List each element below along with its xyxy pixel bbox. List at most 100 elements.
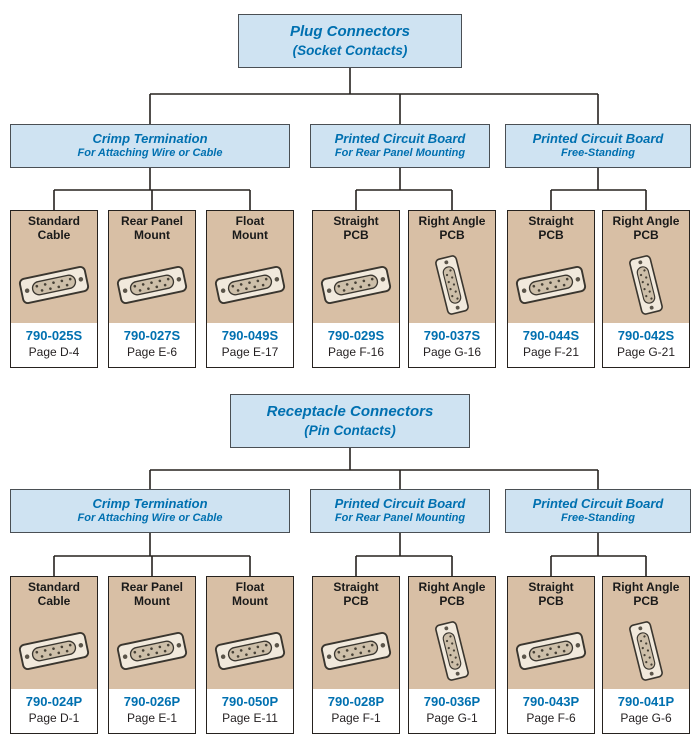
product-title: Straight PCB — [508, 211, 594, 247]
category-crimp-termination-receptacle: Crimp Termination For Attaching Wire or … — [10, 489, 290, 533]
category-title: Printed Circuit Board — [532, 131, 664, 146]
category-title: Printed Circuit Board — [532, 496, 664, 511]
category-title: Printed Circuit Board — [334, 496, 466, 511]
connector-photo — [409, 613, 495, 689]
category-crimp-termination-plug: Crimp Termination For Attaching Wire or … — [10, 124, 290, 168]
section-header-receptacle: Receptacle Connectors (Pin Contacts) — [230, 394, 470, 448]
product-card-790-049s: Float Mount 790-049S Page E-17 — [206, 210, 294, 368]
section-title: Receptacle Connectors — [266, 403, 434, 421]
category-title: Printed Circuit Board — [334, 131, 466, 146]
product-title: Right Angle PCB — [603, 211, 689, 247]
section-subtitle: (Pin Contacts) — [304, 422, 396, 438]
product-card-790-026p: Rear Panel Mount 790-026P Page E-1 — [108, 576, 196, 734]
section-header-plug: Plug Connectors (Socket Contacts) — [238, 14, 462, 68]
title-line-1: Right Angle — [418, 214, 486, 229]
title-line-2: Mount — [232, 228, 268, 242]
title-line-2: PCB — [439, 594, 465, 608]
section-subtitle: (Socket Contacts) — [292, 42, 408, 58]
connector-photo — [409, 247, 495, 323]
product-title: Straight PCB — [313, 211, 399, 247]
dsub-connector-icon — [434, 620, 470, 682]
product-title: Rear Panel Mount — [109, 211, 195, 247]
page-reference: Page D-4 — [28, 345, 80, 359]
part-number: 790-029S — [327, 328, 385, 343]
category-pcb-rear-panel-receptacle: Printed Circuit Board For Rear Panel Mou… — [310, 489, 490, 533]
category-subtitle: For Attaching Wire or Cable — [77, 512, 223, 525]
product-card-790-029s: Straight PCB 790-029S Page F-16 — [312, 210, 400, 368]
part-number: 790-044S — [522, 328, 580, 343]
page-reference: Page E-6 — [126, 345, 178, 359]
product-title: Float Mount — [207, 577, 293, 613]
product-title: Straight PCB — [508, 577, 594, 613]
page-reference: Page D-1 — [28, 711, 80, 725]
section-title: Plug Connectors — [289, 23, 410, 41]
product-title: Right Angle PCB — [409, 577, 495, 613]
part-number: 790-041P — [617, 694, 675, 709]
dsub-connector-icon — [18, 265, 90, 305]
title-line-1: Right Angle — [612, 214, 680, 229]
dsub-connector-icon — [214, 265, 286, 305]
connector-photo — [508, 613, 594, 689]
page-reference: Page G-6 — [620, 711, 672, 725]
product-card-790-028p: Straight PCB 790-028P Page F-1 — [312, 576, 400, 734]
page-reference: Page G-21 — [616, 345, 676, 359]
connector-photo — [313, 613, 399, 689]
product-card-790-037s: Right Angle PCB 790-037S Page G-16 — [408, 210, 496, 368]
part-number: 790-025S — [25, 328, 83, 343]
page-reference: Page E-11 — [222, 711, 278, 725]
dsub-connector-icon — [18, 631, 90, 671]
title-line-2: PCB — [633, 228, 659, 242]
category-subtitle: Free-Standing — [561, 147, 635, 160]
connector-photo — [603, 247, 689, 323]
part-number: 790-026P — [123, 694, 181, 709]
product-card-790-050p: Float Mount 790-050P Page E-11 — [206, 576, 294, 734]
part-number: 790-043P — [522, 694, 580, 709]
part-number: 790-042S — [617, 328, 675, 343]
dsub-connector-icon — [320, 631, 392, 671]
category-subtitle: Free-Standing — [561, 512, 635, 525]
dsub-connector-icon — [515, 631, 587, 671]
title-line-2: Mount — [232, 594, 268, 608]
title-line-1: Standard — [27, 214, 80, 229]
category-title: Crimp Termination — [92, 131, 208, 146]
part-number: 790-028P — [327, 694, 385, 709]
title-line-1: Straight — [333, 580, 379, 595]
dsub-connector-icon — [515, 265, 587, 305]
title-line-1: Float — [235, 214, 265, 229]
title-line-1: Rear Panel — [120, 214, 184, 229]
dsub-connector-icon — [116, 631, 188, 671]
product-title: Rear Panel Mount — [109, 577, 195, 613]
part-number: 790-036P — [423, 694, 481, 709]
title-line-2: PCB — [633, 594, 659, 608]
title-line-1: Right Angle — [418, 580, 486, 595]
category-pcb-free-standing-receptacle: Printed Circuit Board Free-Standing — [505, 489, 691, 533]
part-number: 790-027S — [123, 328, 181, 343]
connector-photo — [207, 613, 293, 689]
dsub-connector-icon — [434, 254, 470, 316]
title-line-2: Mount — [134, 228, 170, 242]
title-line-2: PCB — [439, 228, 465, 242]
product-title: Straight PCB — [313, 577, 399, 613]
connector-photo — [603, 613, 689, 689]
title-line-1: Right Angle — [612, 580, 680, 595]
connector-photo — [508, 247, 594, 323]
title-line-2: PCB — [343, 228, 369, 242]
title-line-2: PCB — [538, 228, 564, 242]
connector-photo — [11, 613, 97, 689]
product-title: Standard Cable — [11, 211, 97, 247]
category-pcb-rear-panel-plug: Printed Circuit Board For Rear Panel Mou… — [310, 124, 490, 168]
product-card-790-044s: Straight PCB 790-044S Page F-21 — [507, 210, 595, 368]
page-reference: Page F-1 — [331, 711, 381, 725]
part-number: 790-050P — [221, 694, 279, 709]
category-subtitle: For Rear Panel Mounting — [334, 512, 466, 525]
page-reference: Page F-21 — [522, 345, 580, 359]
part-number: 790-024P — [25, 694, 83, 709]
connector-photo — [11, 247, 97, 323]
category-pcb-free-standing-plug: Printed Circuit Board Free-Standing — [505, 124, 691, 168]
connector-photo — [313, 247, 399, 323]
product-title: Right Angle PCB — [409, 211, 495, 247]
title-line-1: Standard — [27, 580, 80, 595]
connector-photo — [109, 247, 195, 323]
